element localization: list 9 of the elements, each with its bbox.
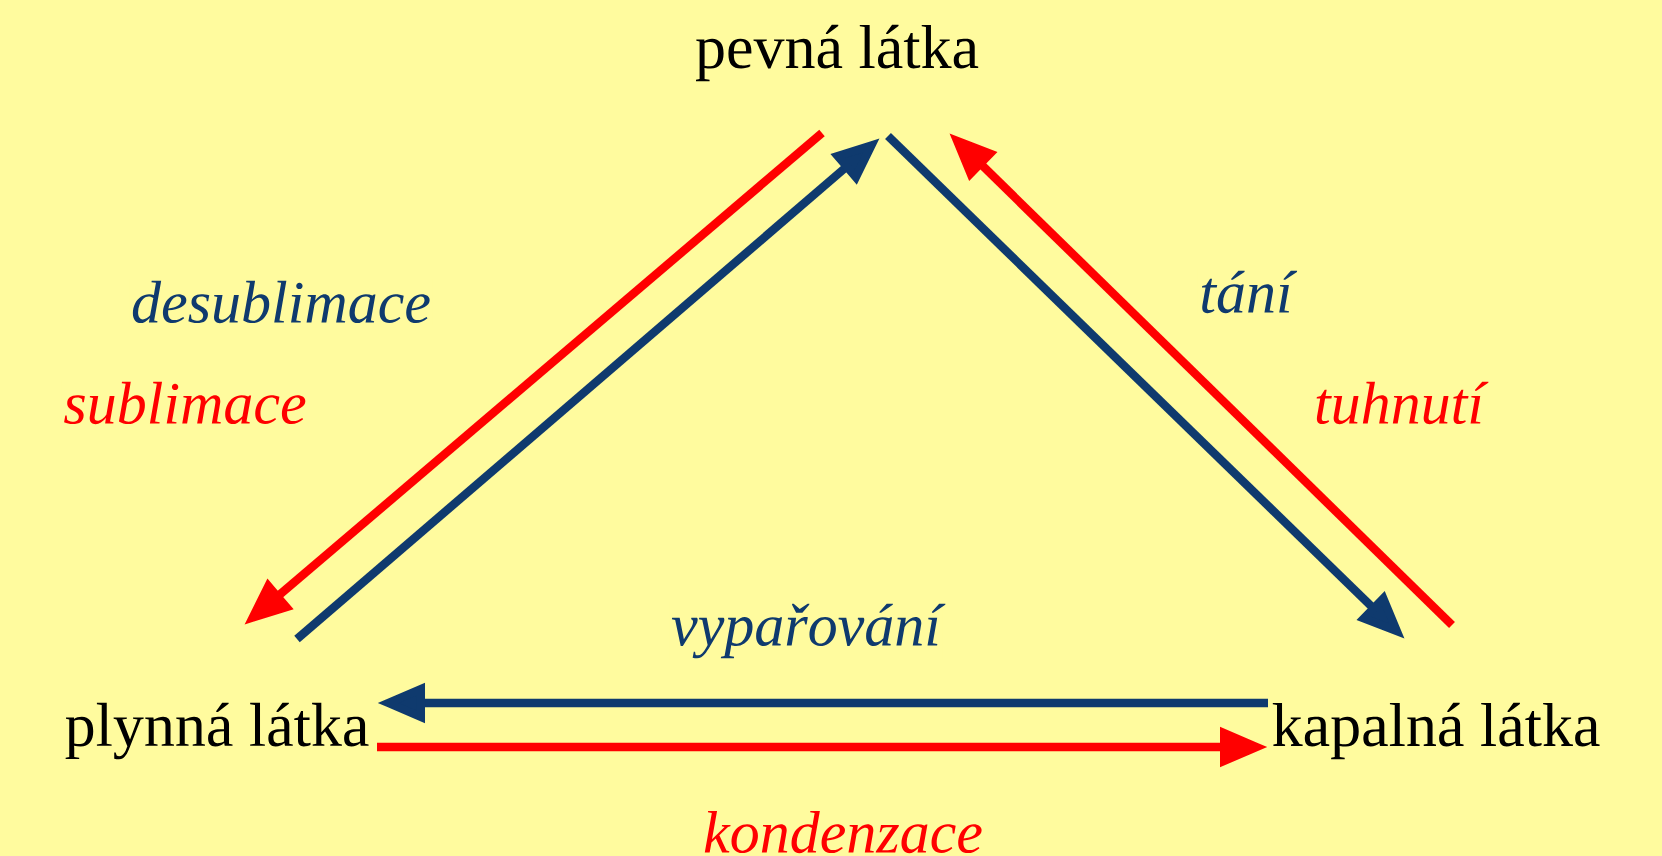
state-label: kapalná látka [1272,702,1600,760]
edge-label: vypařování [669,601,946,661]
edge-label: kondenzace [701,808,985,856]
state-label: plynná látka [65,702,369,760]
state-label: pevná látka [696,24,979,82]
edge-label: tání [1197,268,1298,316]
edge-label: tuhnutí [1312,379,1489,427]
edge-label: desublimace [129,278,433,326]
edge-label: sublimace [61,379,309,427]
